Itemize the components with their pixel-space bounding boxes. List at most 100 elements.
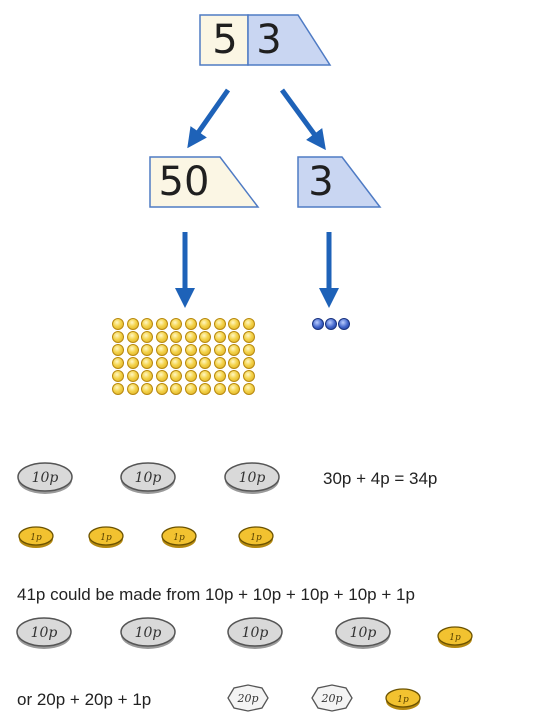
one-pence-coin-icon: 1p [437,626,473,648]
tens-bead [242,357,255,369]
coin-label: 10p [350,625,377,641]
tens-bead [155,331,168,343]
tens-bead [199,357,211,369]
tens-bead [184,357,197,369]
tens-bead [228,331,240,343]
ones-bead [338,318,350,330]
ten-pence-coin-icon: 10p [120,617,176,649]
one-pence-coin-icon: 1p [161,526,197,548]
tens-bead [155,344,168,356]
one-pence-coin-icon: 1p [238,526,274,548]
tens-bead [155,383,168,395]
tens-bead [213,344,226,356]
tens-bead [141,344,153,356]
tens-value-card: 50 [149,156,262,208]
twenty-pence-coin-icon: 20p [311,684,353,712]
tens-bead [242,370,255,382]
one-pence-coin-icon: 1p [18,526,54,548]
combination-sentence: 41p could be made from 10p + 10p + 10p +… [17,585,415,604]
tens-bead [199,344,211,356]
coin-label: 1p [30,533,42,543]
ones-digit: 3 [256,17,282,63]
coin-label: 20p [236,692,258,705]
tens-bead [112,331,124,343]
tens-bead [184,318,197,330]
tens-bead [228,318,240,330]
ones-value: 3 [308,159,334,205]
coin-label: 1p [449,633,461,643]
coin-label: 10p [135,470,162,486]
ten-pence-coin-icon: 10p [335,617,391,649]
ten-pence-coin-icon: 10p [17,462,73,494]
tens-bead [242,344,255,356]
tens-bead [112,344,124,356]
ten-pence-coin-icon: 10p [120,462,176,494]
tens-bead [199,331,211,343]
tens-bead [184,383,197,395]
tens-bead [155,370,168,382]
tens-bead [141,383,153,395]
tens-bead [228,344,240,356]
tens-bead [242,331,255,343]
tens-bead [199,318,211,330]
coin-label: 10p [239,470,266,486]
equation-total: 30p + 4p = 34p [323,469,438,488]
tens-bead [155,357,168,369]
ones-card-shape [247,14,332,66]
tens-bead [141,318,153,330]
tens-value: 50 [158,159,210,205]
tens-bead [199,383,211,395]
tens-bead [170,331,182,343]
tens-bead [112,383,124,395]
tens-bead [170,344,182,356]
tens-bead [170,318,182,330]
coin-label: 10p [31,625,58,641]
ten-pence-coin-icon: 10p [16,617,72,649]
top-card-shapes [199,14,332,66]
coin-label: 1p [100,533,112,543]
coin-label: 1p [397,695,409,705]
tens-bead [213,370,226,382]
tens-bead [126,383,139,395]
coin-label: 10p [135,625,162,641]
tens-bead [141,370,153,382]
tens-bead [213,331,226,343]
coin-label: 10p [242,625,269,641]
tens-bead [228,370,240,382]
tens-bead [141,331,153,343]
tens-bead [242,318,255,330]
tens-bead [228,383,240,395]
tens-bead [141,357,153,369]
tens-bead [213,383,226,395]
tens-bead [242,383,255,395]
ten-pence-coin-icon: 10p [227,617,283,649]
tens-bead [112,318,124,330]
coin-label: 20p [320,692,342,705]
coin-label: 10p [32,470,59,486]
tens-bead [184,344,197,356]
tens-value-card-shape [149,156,260,208]
ones-bead [325,318,337,330]
alternative-sentence: or 20p + 20p + 1p [17,690,152,709]
tens-bead [170,370,182,382]
tens-bead [228,357,240,369]
tens-digit: 5 [212,17,238,63]
ones-bead [312,318,324,330]
tens-bead [126,344,139,356]
tens-bead [213,357,226,369]
tens-bead [126,357,139,369]
tens-bead [112,357,124,369]
one-pence-coin-icon: 1p [88,526,124,548]
tens-bead [199,370,211,382]
tens-bead [170,357,182,369]
ten-pence-coin-icon: 10p [224,462,280,494]
tens-bead [213,318,226,330]
coin-label: 1p [173,533,185,543]
tens-bead [170,383,182,395]
coin-label: 1p [250,533,262,543]
tens-bead [126,331,139,343]
tens-bead [184,331,197,343]
twenty-pence-coin-icon: 20p [227,684,269,712]
tens-bead [112,370,124,382]
tens-bead [126,318,139,330]
